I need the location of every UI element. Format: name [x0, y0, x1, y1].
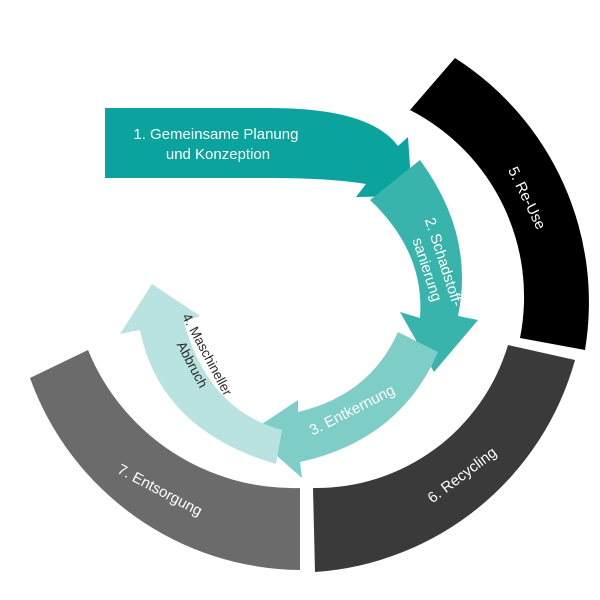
step-2-arrow — [370, 160, 478, 372]
step-4-arrow — [120, 284, 282, 464]
step-3-arrow — [250, 332, 438, 478]
segment-5-re-use — [410, 58, 589, 350]
segment-6-recycling — [313, 345, 575, 572]
step-1-label: 1. Gemeinsame Planung und Konzeption — [133, 126, 302, 163]
segment-7-entsorgung — [30, 350, 300, 570]
step-1-arrow — [105, 108, 412, 197]
